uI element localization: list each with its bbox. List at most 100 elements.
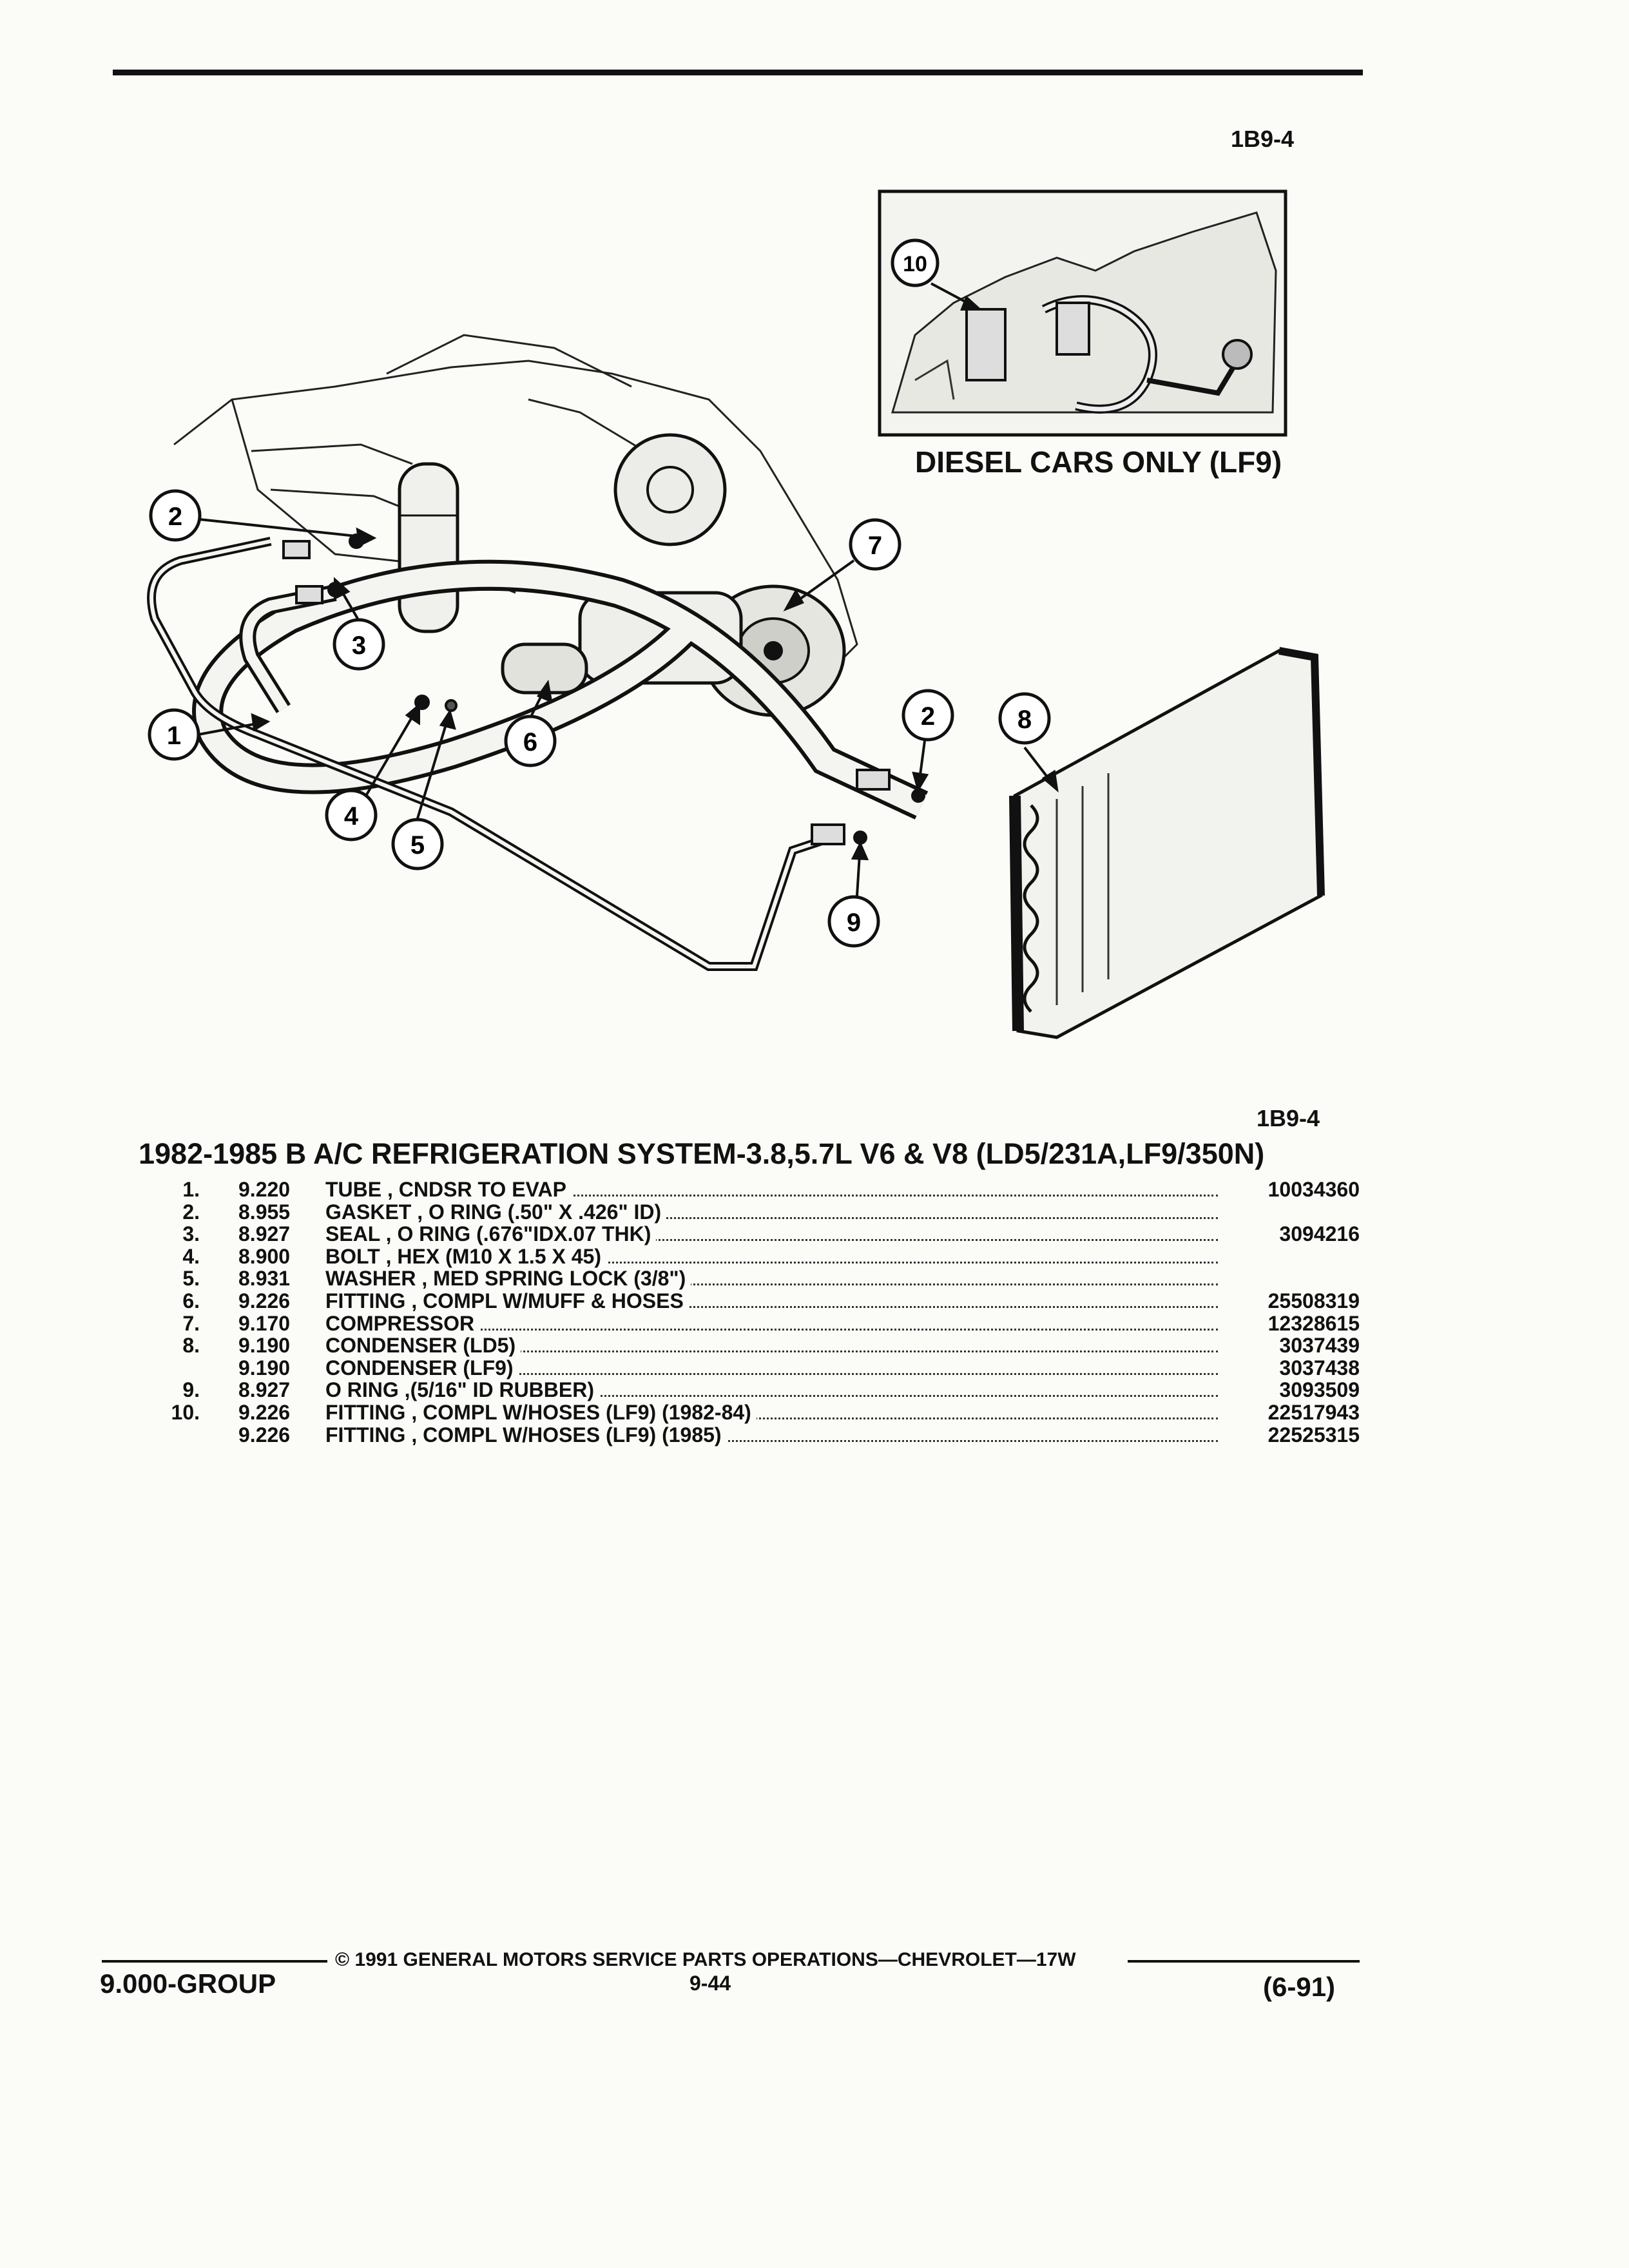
svg-text:2: 2 — [921, 702, 935, 731]
part-number-index: 5. — [182, 1267, 200, 1291]
part-number-index: 7. — [182, 1311, 200, 1335]
callout-3: 3 — [333, 618, 385, 671]
part-number: 3037438 — [1279, 1356, 1360, 1379]
callout-2a: 2 — [149, 489, 202, 542]
svg-text:2: 2 — [168, 503, 182, 531]
group-number: 9.226 — [238, 1289, 291, 1312]
leader-dots — [325, 1268, 1218, 1286]
part-number-index: 6. — [182, 1289, 200, 1312]
alternator — [613, 433, 727, 546]
condenser — [1009, 647, 1325, 1039]
group-number: 9.190 — [238, 1334, 291, 1358]
footer-copyright: © 1991 GENERAL MOTORS SERVICE PARTS OPER… — [335, 1949, 1076, 1970]
footer-rule-left — [102, 1960, 327, 1963]
svg-text:4: 4 — [344, 802, 359, 831]
part-number: 22517943 — [1268, 1401, 1360, 1424]
group-number: 9.220 — [238, 1178, 291, 1201]
callout-7: 7 — [849, 518, 901, 571]
part-number-index: 8. — [182, 1334, 200, 1358]
part-number: 22525315 — [1268, 1423, 1360, 1446]
callout-8: 8 — [998, 692, 1051, 745]
part-description: FITTING , COMPL W/HOSES (LF9) (1982-84) — [325, 1402, 757, 1423]
part-number: 3094216 — [1279, 1222, 1360, 1246]
part-description: FITTING , COMPL W/HOSES (LF9) (1985) — [325, 1424, 727, 1446]
leader-dots — [325, 1402, 1218, 1419]
leader-dots — [325, 1335, 1218, 1353]
parts-row: 9. 8.927 O RING ,(5/16" ID RUBBER) 3093509 — [148, 1379, 1360, 1401]
svg-text:8: 8 — [1017, 706, 1032, 734]
group-number: 9.190 — [238, 1356, 291, 1379]
group-number: 8.900 — [238, 1244, 291, 1268]
parts-row: 6. 9.226 FITTING , COMPL W/MUFF & HOSES 255… — [148, 1291, 1360, 1312]
part-description: CONDENSER (LF9) — [325, 1357, 519, 1379]
diesel-inset — [878, 189, 1287, 437]
part-number: 3093509 — [1279, 1378, 1360, 1402]
part-description: WASHER , MED SPRING LOCK (3/8") — [325, 1268, 691, 1290]
group-number: 8.955 — [238, 1200, 291, 1224]
group-number: 9.226 — [238, 1423, 291, 1446]
part-number-index: 1. — [182, 1178, 200, 1201]
part-number: 12328615 — [1268, 1311, 1360, 1335]
group-number: 9.226 — [238, 1401, 291, 1424]
leader-dots — [325, 1224, 1218, 1242]
footer-group: 9.000-GROUP — [100, 1968, 276, 1999]
part-description: GASKET , O RING (.50" X .426" ID) — [325, 1201, 667, 1223]
group-number: 9.170 — [238, 1311, 291, 1335]
leader-dots — [325, 1202, 1218, 1219]
leader-dots — [325, 1179, 1218, 1196]
part-number-index: 10. — [171, 1401, 200, 1424]
parts-list-title: 1982-1985 B A/C REFRIGERATION SYSTEM-3.8… — [139, 1137, 1265, 1170]
part-number-index: 9. — [182, 1378, 200, 1402]
callout-1: 1 — [148, 708, 200, 761]
part-description: CONDENSER (LD5) — [325, 1335, 521, 1357]
svg-text:1: 1 — [167, 722, 181, 750]
callout-4: 4 — [325, 789, 378, 841]
top-rule — [113, 70, 1363, 75]
part-number-index: 2. — [182, 1200, 200, 1224]
accumulator — [398, 462, 459, 633]
footer-page-number: 9-44 — [689, 1972, 731, 1995]
svg-text:5: 5 — [410, 831, 425, 860]
svg-text:3: 3 — [352, 631, 366, 660]
part-description: O RING ,(5/16" ID RUBBER) — [325, 1379, 599, 1401]
part-description: COMPRESSOR — [325, 1312, 480, 1334]
leader-dots — [325, 1291, 1218, 1308]
group-number: 8.931 — [238, 1267, 291, 1291]
part-number-index: 3. — [182, 1222, 200, 1246]
leader-dots — [325, 1425, 1218, 1442]
callout-2b: 2 — [901, 689, 954, 742]
leader-dots — [325, 1313, 1218, 1331]
parts-row: 1. 9.220 TUBE , CNDSR TO EVAP 10034360 — [148, 1179, 1360, 1200]
svg-text:10: 10 — [903, 252, 927, 276]
leader-lines — [193, 282, 1059, 896]
section-code-top: 1B9-4 — [1231, 126, 1295, 152]
callout-9: 9 — [827, 895, 880, 948]
part-number: 25508319 — [1268, 1289, 1360, 1312]
svg-text:9: 9 — [847, 908, 861, 937]
callout-5: 5 — [391, 818, 444, 870]
group-number: 8.927 — [238, 1222, 291, 1246]
parts-row: 2. 8.955 GASKET , O RING (.50" X .426" ID) — [148, 1200, 1360, 1224]
leader-dots — [325, 1246, 1218, 1264]
part-number: 10034360 — [1268, 1178, 1360, 1201]
group-number: 8.927 — [238, 1378, 291, 1402]
parts-row: 5. 8.931 WASHER , MED SPRING LOCK (3/8") — [148, 1267, 1360, 1291]
part-description: BOLT , HEX (M10 X 1.5 X 45) — [325, 1245, 606, 1267]
part-number-index: 4. — [182, 1244, 200, 1268]
section-code-mid: 1B9-4 — [1257, 1105, 1320, 1131]
ac-system-illustration: 1 2 3 4 5 6 7 2 8 9 10 — [147, 189, 1325, 1039]
parts-row: 9.190 CONDENSER (LF9) 3037438 — [148, 1356, 1360, 1379]
parts-row: 7. 9.170 COMPRESSOR 12328615 — [148, 1311, 1360, 1335]
condenser-tube — [147, 537, 833, 971]
parts-row: 10. 9.226 FITTING , COMPL W/HOSES (LF9) (1… — [148, 1402, 1360, 1423]
leader-dots — [325, 1358, 1218, 1375]
leader-dots — [325, 1379, 1218, 1398]
svg-text:6: 6 — [523, 728, 537, 756]
inset-label: DIESEL CARS ONLY (LF9) — [915, 445, 1282, 479]
parts-row: 9.226 FITTING , COMPL W/HOSES (LF9) (1985… — [148, 1423, 1360, 1446]
part-description: TUBE , CNDSR TO EVAP — [325, 1179, 572, 1200]
part-description: FITTING , COMPL W/MUFF & HOSES — [325, 1291, 689, 1312]
footer-date: (6-91) — [1263, 1972, 1336, 2002]
